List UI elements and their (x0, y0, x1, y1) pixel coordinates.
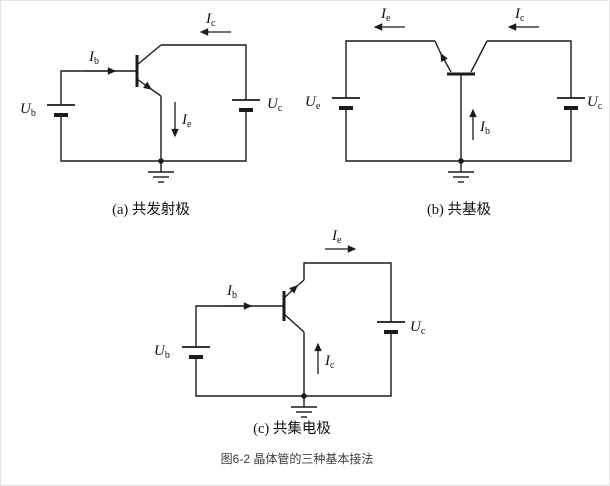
voltage-label-ub: Ub (154, 343, 170, 361)
wires (60, 44, 247, 162)
ground-symbol (291, 396, 317, 418)
collector-leg (283, 313, 305, 333)
current-label-ie: Ie (380, 6, 391, 24)
wires (345, 40, 572, 162)
transistor-npn (434, 40, 488, 76)
current-label-ib: Ib (88, 49, 99, 67)
emitter-leg (150, 88, 162, 97)
voltage-label-ue: Ue (305, 94, 321, 112)
emitter-leg (296, 279, 305, 287)
figure-caption: 图6-2 晶体管的三种基本接法 (221, 451, 374, 466)
battery-ub (182, 346, 210, 359)
emitter-arrow (136, 78, 153, 90)
circuit-c-caption: (c) 共集电极 (253, 420, 331, 437)
circuit-a-caption: (a) 共发射极 (112, 201, 190, 218)
emitter-arrow (440, 52, 452, 73)
battery-uc (232, 99, 260, 112)
transistor-npn (282, 279, 305, 333)
ground-symbol (148, 161, 174, 183)
circuit-b-caption: (b) 共基极 (427, 201, 492, 218)
collector-leg (470, 40, 488, 73)
current-label-ib: Ib (226, 283, 237, 301)
current-label-ib: Ib (479, 119, 490, 137)
voltage-label-uc: Uc (410, 319, 426, 337)
battery-uc (377, 321, 405, 334)
current-label-ie: Ie (181, 112, 192, 130)
emitter-leg (434, 40, 442, 55)
wires (195, 262, 392, 397)
emitter-arrow (283, 285, 298, 299)
circuit-c-common-collector: Ib Ie Ic Ub Uc (c) 共集电极 (154, 228, 426, 437)
ground-symbol (448, 161, 474, 183)
voltage-label-ub: Ub (20, 101, 36, 119)
collector-leg (136, 44, 162, 66)
battery-ub (47, 104, 75, 117)
circuit-a-common-emitter: Ib Ic Ie Ub Uc (a) 共发射极 (20, 11, 283, 218)
current-label-ic: Ic (514, 6, 525, 24)
current-label-ie: Ie (331, 228, 342, 246)
battery-uc (557, 97, 585, 110)
battery-ue (332, 97, 360, 110)
voltage-label-uc: Uc (267, 96, 283, 114)
current-label-ic: Ic (205, 11, 216, 29)
circuit-b-common-base: Ie Ic Ib Ue Uc (b) 共基极 (305, 6, 603, 218)
voltage-label-uc: Uc (587, 94, 603, 112)
transistor-npn (135, 44, 162, 97)
current-label-ic: Ic (324, 353, 335, 371)
